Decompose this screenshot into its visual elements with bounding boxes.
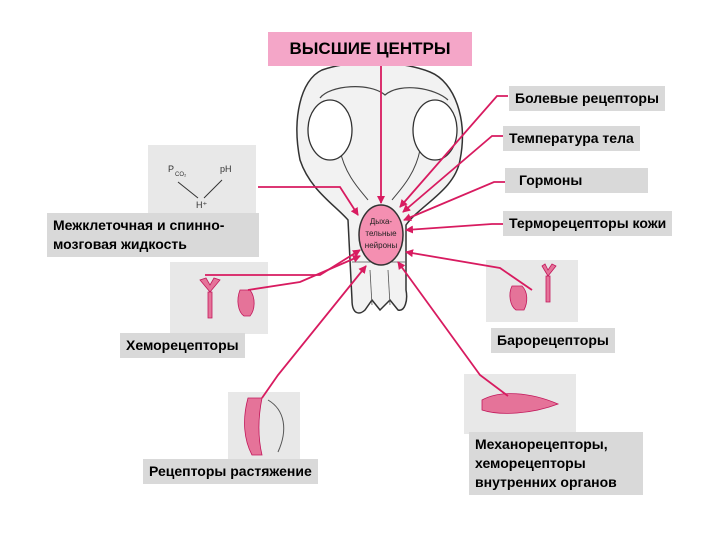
mechanoreceptors-label-line-1: Механорецепторы, — [475, 436, 608, 452]
arrow-from-skin-thermoreceptors — [405, 223, 503, 234]
center-line-1: Дыха- — [370, 217, 393, 226]
chemoreceptor-picture — [170, 262, 268, 334]
center-line-2: тельные — [365, 229, 397, 238]
formula-ph: pH — [220, 164, 232, 174]
fluid-label: Межклеточная и спинно- мозговая жидкость — [47, 213, 259, 257]
fluid-label-line-1: Межклеточная и спинно- — [53, 217, 225, 233]
formula-picture: P CO₂ pH H⁺ — [148, 145, 256, 220]
mechanoreceptors-label-line-2: хеморецепторы — [475, 455, 586, 471]
arrow-from-baroreceptors — [405, 249, 533, 291]
higher-centers-title: ВЫСШИЕ ЦЕНТРЫ — [268, 32, 472, 66]
body-temperature-label: Температура тела — [503, 126, 640, 151]
arrow-from-chemoreceptors-2 — [247, 255, 361, 291]
arrow-from-body-temperature — [402, 135, 503, 213]
stretch-receptor-picture — [228, 392, 300, 460]
arrows — [205, 66, 533, 399]
chemoreceptors-label: Хеморецепторы — [120, 333, 245, 358]
mechanoreceptors-label: Механорецепторы, хеморецепторы внутренни… — [469, 432, 643, 495]
fluid-label-line-2: мозговая жидкость — [53, 236, 187, 252]
formula-p: P — [168, 164, 174, 174]
pain-receptors-label: Болевые рецепторы — [509, 86, 665, 111]
stretch-receptors-label: Рецепторы растяжение — [143, 459, 318, 484]
arrow-from-mechanoreceptors — [397, 261, 509, 397]
respiratory-neurons-center: Дыха- тельные нейроны — [358, 204, 404, 266]
skin-thermoreceptors-label: Терморецепторы кожи — [503, 211, 673, 236]
arrow-from-hormones — [403, 181, 505, 221]
center-line-3: нейроны — [365, 241, 398, 250]
formula-sub: CO₂ — [175, 172, 187, 178]
arrow-from-fluid — [258, 186, 359, 216]
mechanoreceptors-label-line-3: внутренних органов — [475, 474, 617, 490]
formula-h: H⁺ — [196, 200, 207, 210]
brain-stem-illustration — [296, 61, 464, 314]
arrow-from-pain-receptors — [399, 95, 508, 208]
baroreceptors-label: Барорецепторы — [491, 328, 615, 353]
mechanoreceptor-picture — [464, 374, 576, 434]
arrow-from-stretch-receptors — [261, 265, 367, 399]
hormones-label: Гормоны — [505, 168, 648, 193]
baroreceptor-picture — [486, 260, 578, 322]
arrow-from-chemoreceptors — [205, 249, 361, 276]
